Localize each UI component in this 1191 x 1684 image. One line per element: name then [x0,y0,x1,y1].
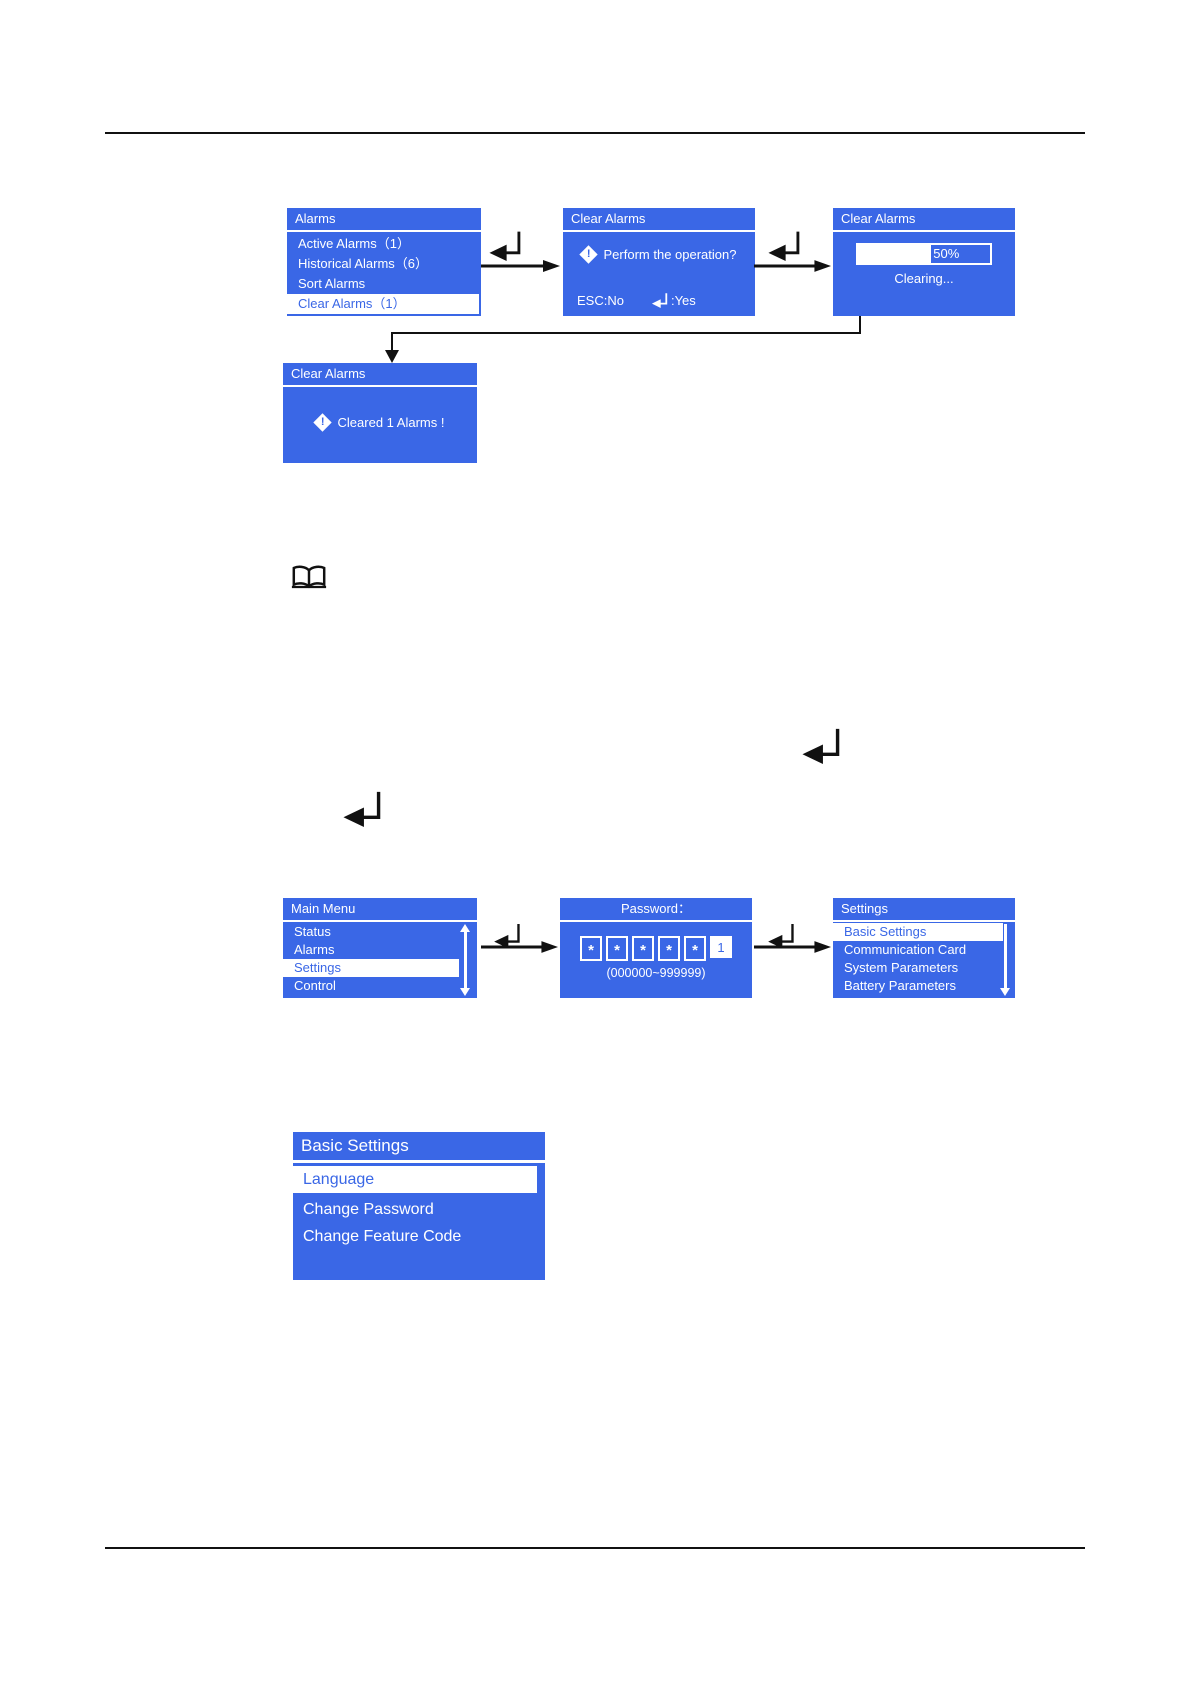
scroll-down-icon [1000,988,1010,996]
arrow-right-icon [754,940,832,954]
password-range-hint: (000000~999999) [606,966,706,980]
enter-key-icon [766,229,802,262]
screen-main-menu: Main Menu Status Alarms Settings Control [283,898,477,998]
menu-item-change-feature-code: Change Feature Code [303,1228,462,1245]
screen-title: Clear Alarms [283,363,477,387]
screen-alarms-menu: Alarms Active Alarms（1） Historical Alarm… [287,208,481,316]
password-char-box: * [606,936,628,961]
menu-item-basic-settings-selected: Basic Settings [833,923,1003,941]
progress-percent: 50% [933,246,960,261]
screen-clear-progress: Clear Alarms 50% Clearing... [833,208,1015,316]
progress-bar-fill [858,245,931,263]
password-active-char-box: 1 [710,936,732,958]
connector-line [391,332,393,352]
scroll-up-icon [460,924,470,932]
enter-key-icon [766,922,796,949]
enter-key-icon [340,789,384,828]
warning-icon: ! [312,413,332,432]
menu-item-active-alarms: Active Alarms（1） [298,236,410,251]
header-rule [105,132,1085,134]
screen-title: Basic Settings [293,1132,545,1163]
progress-bar: 50% [856,243,992,265]
esc-no-label: ESC:No [577,292,624,308]
note-book-icon [290,562,328,592]
screen-title: Alarms [287,208,481,232]
menu-item-communication-card: Communication Card [844,942,967,957]
password-char-box: * [684,936,706,961]
scrollbar-track [463,932,467,988]
screen-title: Clear Alarms [833,208,1015,232]
menu-item-sort-alarms: Sort Alarms [298,276,366,291]
screen-settings: Settings Basic Settings Communication Ca… [833,898,1015,998]
menu-item-status: Status [294,924,331,939]
arrow-right-icon [754,259,832,273]
menu-item-language-selected: Language [293,1166,537,1193]
menu-item-system-parameters: System Parameters [844,960,959,975]
screen-clear-result: Clear Alarms ! Cleared 1 Alarms ! [283,363,477,463]
menu-item-battery-parameters: Battery Parameters [844,978,956,993]
screen-clear-confirm: Clear Alarms ! Perform the operation? ES… [563,208,755,316]
scrollbar [999,924,1011,996]
arrow-down-icon [385,350,399,363]
enter-yes-label: :Yes [670,292,696,308]
password-char-box: * [658,936,680,961]
footer-rule [105,1547,1085,1549]
menu-item-settings-selected: Settings [283,959,459,977]
menu-item-control: Control [294,978,336,993]
enter-key-icon-white [650,292,669,308]
arrow-right-icon [481,259,561,273]
menu-item-change-password: Change Password [303,1201,434,1218]
connector-line [391,332,861,334]
menu-item-historical-alarms: Historical Alarms（6） [298,256,429,271]
screen-title: Settings [833,898,1015,922]
password-char-box: * [580,936,602,961]
connector-line [859,316,861,334]
progress-status: Clearing... [894,271,954,286]
menu-item-clear-alarms-selected: Clear Alarms（1） [287,294,479,314]
warning-icon: ! [578,245,598,264]
enter-key-icon [492,922,522,949]
enter-key-icon [487,229,523,262]
enter-key-icon [799,726,843,765]
screen-basic-settings: Basic Settings Language Change Password … [293,1132,545,1280]
scrollbar [459,924,471,996]
screen-password: Password： * * * * * 1 (000000~999999) [560,898,752,998]
screen-title: Clear Alarms [563,208,755,232]
password-input: * * * * * 1 [560,936,752,961]
result-message: Cleared 1 Alarms ! [337,415,445,430]
password-char-box: * [632,936,654,961]
scrollbar-track [1003,924,1007,988]
confirm-message: Perform the operation? [603,247,737,262]
menu-item-alarms: Alarms [294,942,335,957]
scroll-down-icon [460,988,470,996]
screen-title: Main Menu [283,898,477,922]
screen-title: Password： [560,898,752,922]
arrow-right-icon [481,940,559,954]
